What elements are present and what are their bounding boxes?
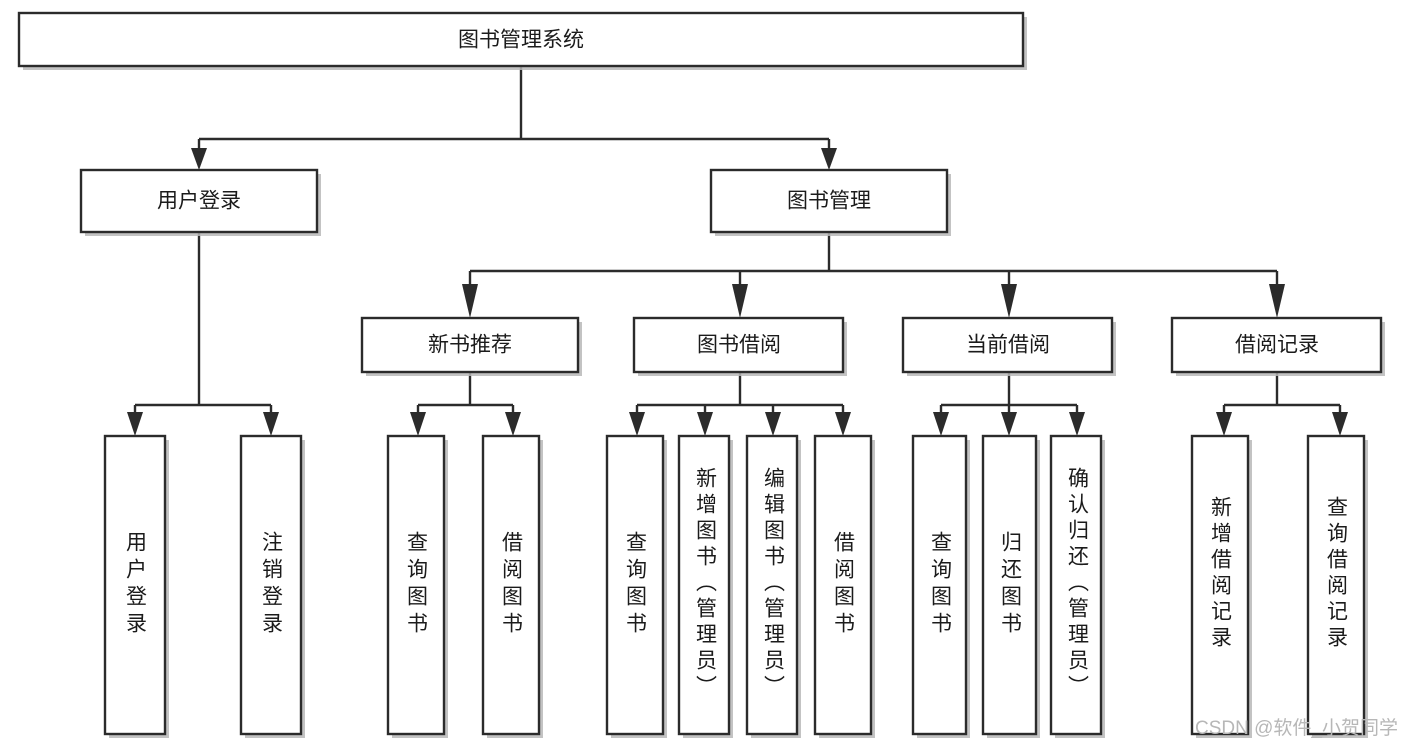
arrow-to-leaf-confirm-return	[1069, 412, 1085, 436]
arrow-to-book-management	[821, 148, 837, 170]
node-leaf-borrow-book-1[interactable]: 借阅图书	[481, 434, 543, 738]
node-new-book-recommend-label: 新书推荐	[428, 334, 512, 357]
node-leaf-user-login-box[interactable]	[103, 434, 167, 736]
node-borrow-record-label: 借阅记录	[1235, 334, 1319, 357]
node-leaf-return-book-label: 归还图书	[999, 531, 1023, 639]
node-leaf-query-book-1-label: 查询图书	[405, 531, 429, 639]
node-leaf-borrow-book-1-box[interactable]	[481, 434, 541, 736]
node-book-management-label: 图书管理	[787, 190, 871, 213]
node-leaf-query-record-label: 查询借阅记录	[1325, 496, 1349, 652]
node-leaf-query-book-3-label: 查询图书	[929, 531, 953, 639]
node-leaf-confirm-return-box[interactable]	[1049, 434, 1103, 736]
node-book-borrow-label: 图书借阅	[697, 334, 781, 357]
node-leaf-query-record[interactable]: 查询借阅记录	[1306, 434, 1368, 738]
arrow-to-leaf-query-book-1	[410, 412, 426, 436]
node-leaf-add-record[interactable]: 新增借阅记录	[1190, 434, 1252, 738]
node-leaf-logout-login-box[interactable]	[239, 434, 303, 736]
node-leaf-logout-login[interactable]: 注销登录	[239, 434, 305, 738]
node-root-box[interactable]	[17, 11, 1025, 68]
connector-layer	[127, 66, 1348, 436]
node-leaf-query-book-3-box[interactable]	[911, 434, 968, 736]
node-book-management-box[interactable]	[709, 168, 949, 234]
arrow-to-leaf-logout-login	[263, 412, 279, 436]
arrow-to-new-book-recommend	[462, 284, 478, 318]
node-new-book-recommend[interactable]: 新书推荐	[360, 316, 582, 376]
node-leaf-confirm-return-label: 确认归还（管理员）	[1066, 467, 1090, 701]
arrow-to-leaf-borrow-book-2	[835, 412, 851, 436]
node-leaf-return-book[interactable]: 归还图书	[981, 434, 1040, 738]
node-leaf-borrow-book-1-label: 借阅图书	[500, 531, 524, 639]
node-new-book-recommend-box[interactable]	[360, 316, 580, 374]
node-root[interactable]: 图书管理系统	[17, 11, 1027, 70]
arrow-to-borrow-record	[1269, 284, 1285, 318]
node-user-login-box[interactable]	[79, 168, 319, 234]
arrow-to-current-borrow	[1001, 284, 1017, 318]
node-user-login-label: 用户登录	[157, 190, 241, 213]
node-leaf-add-book[interactable]: 新增图书（管理员）	[677, 434, 733, 738]
node-leaf-query-book-2-label: 查询图书	[624, 531, 648, 639]
arrow-to-leaf-query-book-3	[933, 412, 949, 436]
node-leaf-edit-book-label: 编辑图书（管理员）	[762, 467, 786, 701]
node-leaf-logout-login-label: 注销登录	[260, 531, 284, 639]
node-leaf-add-record-label: 新增借阅记录	[1209, 496, 1233, 652]
node-leaf-edit-book[interactable]: 编辑图书（管理员）	[745, 434, 801, 738]
arrow-to-leaf-return-book	[1001, 412, 1017, 436]
node-leaf-query-book-2-box[interactable]	[605, 434, 665, 736]
arrow-to-leaf-user-login	[127, 412, 143, 436]
node-current-borrow-box[interactable]	[901, 316, 1114, 374]
arrow-to-leaf-add-book	[697, 412, 713, 436]
node-leaf-query-book-2[interactable]: 查询图书	[605, 434, 667, 738]
node-leaf-user-login[interactable]: 用户登录	[103, 434, 169, 738]
node-leaf-user-login-label: 用户登录	[124, 531, 148, 639]
node-leaf-add-record-box[interactable]	[1190, 434, 1250, 736]
node-leaf-query-book-1-box[interactable]	[386, 434, 446, 736]
node-leaf-confirm-return[interactable]: 确认归还（管理员）	[1049, 434, 1105, 738]
node-leaf-edit-book-box[interactable]	[745, 434, 799, 736]
node-leaf-borrow-book-2-box[interactable]	[813, 434, 873, 736]
arrow-to-book-borrow	[732, 284, 748, 318]
arrow-to-leaf-add-record	[1216, 412, 1232, 436]
arrow-to-leaf-query-record	[1332, 412, 1348, 436]
node-current-borrow[interactable]: 当前借阅	[901, 316, 1116, 376]
node-book-borrow-box[interactable]	[632, 316, 845, 374]
node-leaf-borrow-book-2[interactable]: 借阅图书	[813, 434, 875, 738]
arrow-to-leaf-borrow-book-1	[505, 412, 521, 436]
arrow-to-leaf-query-book-2	[629, 412, 645, 436]
node-leaf-query-record-box[interactable]	[1306, 434, 1366, 736]
node-leaf-borrow-book-2-label: 借阅图书	[832, 531, 856, 639]
arrow-to-leaf-edit-book	[765, 412, 781, 436]
node-borrow-record[interactable]: 借阅记录	[1170, 316, 1385, 376]
node-leaf-query-book-1[interactable]: 查询图书	[386, 434, 448, 738]
node-user-login[interactable]: 用户登录	[79, 168, 321, 236]
node-current-borrow-label: 当前借阅	[966, 334, 1050, 357]
node-root-label: 图书管理系统	[458, 29, 584, 52]
node-book-borrow[interactable]: 图书借阅	[632, 316, 847, 376]
node-leaf-return-book-box[interactable]	[981, 434, 1038, 736]
node-leaf-add-book-label: 新增图书（管理员）	[694, 467, 718, 701]
node-borrow-record-box[interactable]	[1170, 316, 1383, 374]
csdn-watermark: CSDN @软件_小贺同学	[1195, 717, 1398, 739]
node-leaf-add-book-box[interactable]	[677, 434, 731, 736]
arrow-to-user-login	[191, 148, 207, 170]
node-book-management[interactable]: 图书管理	[709, 168, 951, 236]
node-leaf-query-book-3[interactable]: 查询图书	[911, 434, 970, 738]
